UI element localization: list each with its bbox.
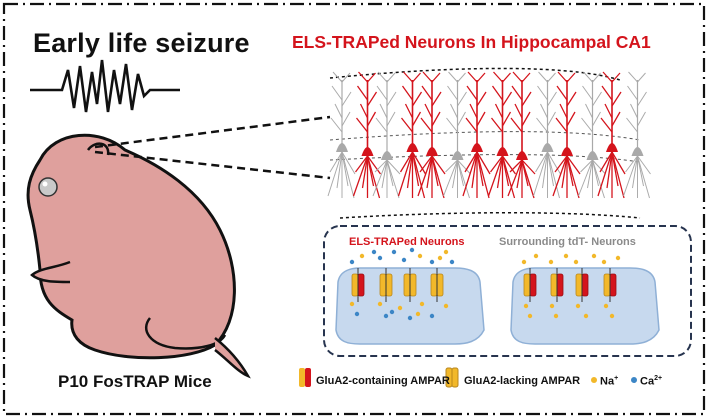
ion bbox=[391, 249, 397, 255]
legend-icon-na bbox=[591, 377, 597, 383]
ampar-glua2-lacking bbox=[430, 268, 444, 302]
seizure-trace bbox=[30, 59, 180, 113]
ion-na bbox=[523, 303, 529, 309]
ion-na bbox=[615, 255, 621, 261]
ion bbox=[407, 315, 413, 321]
neuron-untrapped bbox=[327, 71, 356, 199]
ion bbox=[419, 301, 425, 307]
ca1-lower-boundary bbox=[339, 211, 641, 219]
ion-na bbox=[609, 313, 615, 319]
legend-label-glua2-lacking: GluA2-lacking AMPAR bbox=[464, 375, 581, 387]
ion bbox=[377, 301, 383, 307]
ca1-cell-layer-top bbox=[329, 131, 641, 141]
pup-forelimb bbox=[30, 260, 71, 284]
caption: P10 FosTRAP Mice bbox=[58, 372, 212, 391]
ion bbox=[409, 247, 415, 253]
legend-label-ca: Ca2+ bbox=[640, 375, 663, 388]
neuron-untrapped bbox=[372, 71, 401, 199]
ion-na bbox=[563, 253, 569, 259]
neuron-trapped bbox=[397, 71, 427, 199]
ampar-glua2-containing bbox=[550, 268, 564, 302]
ampar-glua2-containing bbox=[523, 268, 537, 302]
ampar-glua2-containing bbox=[351, 268, 365, 302]
ion bbox=[389, 309, 395, 315]
ion-na bbox=[548, 259, 554, 265]
ion bbox=[377, 255, 383, 261]
ion bbox=[401, 257, 407, 263]
ion bbox=[429, 259, 435, 265]
pup-body bbox=[26, 133, 236, 360]
cell-trapped bbox=[335, 267, 485, 345]
title-right: ELS-TRAPed Neurons In Hippocampal CA1 bbox=[292, 32, 651, 52]
ion bbox=[359, 253, 365, 259]
ion-na bbox=[573, 259, 579, 265]
pup-tail bbox=[214, 337, 251, 379]
ion-na bbox=[527, 313, 533, 319]
ca1-cell-layer-bottom bbox=[329, 154, 641, 163]
ion-na bbox=[575, 303, 581, 309]
ion bbox=[383, 313, 389, 319]
neuron-trapped bbox=[487, 71, 517, 199]
ion bbox=[443, 249, 449, 255]
zoom-line-bottom bbox=[94, 150, 331, 180]
ion-na bbox=[601, 259, 607, 265]
ion-na bbox=[553, 313, 559, 319]
ion-na bbox=[549, 303, 555, 309]
ampar-panel bbox=[323, 225, 692, 357]
ion bbox=[443, 303, 449, 309]
ampar-glua2-lacking bbox=[403, 268, 417, 302]
neuron-trapped bbox=[507, 71, 536, 199]
title-left: Early life seizure bbox=[33, 28, 250, 58]
mouse-pup bbox=[26, 133, 251, 379]
panel-title-trapped: ELS-TRAPed Neurons bbox=[349, 236, 465, 248]
ion bbox=[371, 249, 377, 255]
neuron-trapped bbox=[352, 71, 382, 199]
legend-icon-glua2-containing bbox=[299, 368, 311, 387]
ion bbox=[397, 305, 403, 311]
ca1-upper-boundary bbox=[329, 67, 621, 81]
neuron-trapped bbox=[462, 71, 491, 199]
ion-na bbox=[591, 253, 597, 259]
ion-na bbox=[583, 313, 589, 319]
legend-icon-glua2-lacking bbox=[445, 367, 459, 388]
neuron-untrapped bbox=[443, 71, 471, 199]
ion bbox=[354, 311, 360, 317]
ampar-glua2-lacking bbox=[379, 268, 393, 302]
ion bbox=[415, 311, 421, 317]
receptor-group bbox=[349, 247, 621, 321]
panel-title-surrounding: Surrounding tdT- Neurons bbox=[499, 236, 636, 248]
ion bbox=[349, 301, 355, 307]
neuron-untrapped bbox=[623, 71, 651, 199]
legend-icon-ca bbox=[631, 377, 637, 383]
neuron-trapped bbox=[597, 71, 626, 199]
ion-na bbox=[521, 259, 527, 265]
neuron-row bbox=[327, 71, 651, 199]
ion-na bbox=[603, 303, 609, 309]
pup-ear bbox=[86, 142, 110, 156]
zoom-line-top bbox=[94, 115, 331, 149]
neuron-trapped bbox=[417, 71, 446, 199]
ampar-glua2-containing bbox=[603, 268, 617, 302]
pup-eye bbox=[38, 177, 58, 197]
ion bbox=[449, 259, 455, 265]
ampar-glua2-containing bbox=[575, 268, 589, 302]
ion-na bbox=[533, 253, 539, 259]
neuron-untrapped bbox=[578, 71, 606, 199]
neuron-untrapped bbox=[533, 71, 561, 199]
ion bbox=[429, 313, 435, 319]
neuron-trapped bbox=[552, 71, 581, 199]
ion bbox=[417, 253, 423, 259]
legend-label-na: Na+ bbox=[600, 375, 619, 388]
legend-label-glua2-containing: GluA2-containing AMPAR bbox=[316, 375, 450, 387]
ion bbox=[349, 259, 355, 265]
ion bbox=[437, 255, 443, 261]
